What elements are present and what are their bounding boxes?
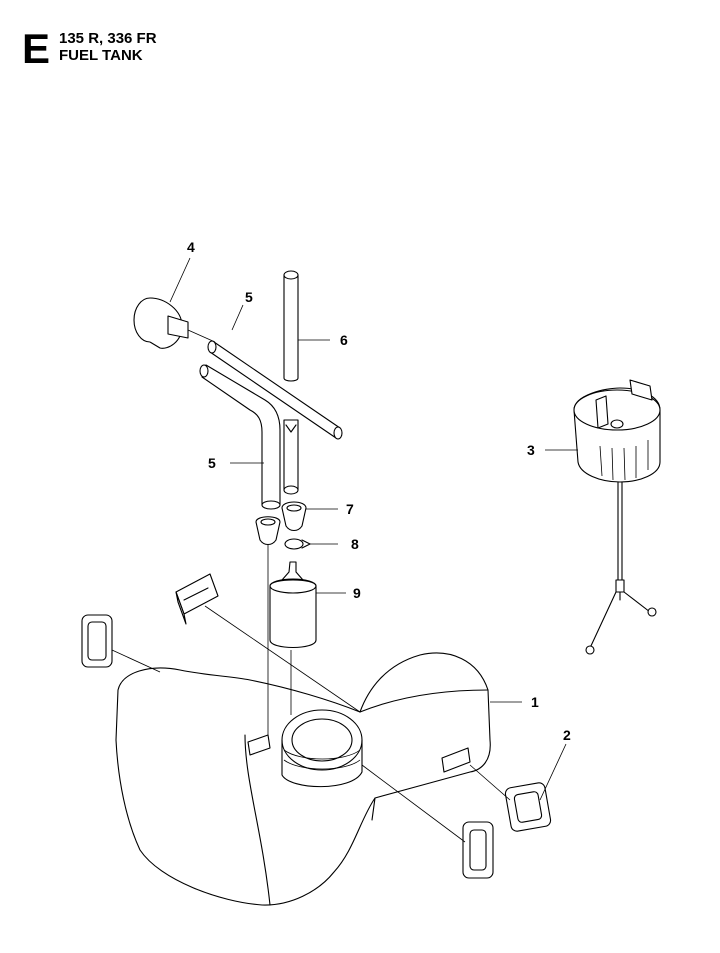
- part-grommet-left[interactable]: [255, 516, 281, 546]
- callout-4: 4: [187, 239, 195, 255]
- part-fuel-tank[interactable]: [115, 652, 491, 906]
- assembly-line: [111, 649, 161, 673]
- part-rubber-pad-lower[interactable]: [462, 821, 494, 879]
- part-fuel-filter[interactable]: [269, 561, 317, 648]
- callout-7: 7: [346, 501, 354, 517]
- callout-3: 3: [527, 442, 535, 458]
- part-fuel-cap[interactable]: [573, 379, 661, 655]
- section-letter: E: [22, 25, 51, 72]
- model-numbers: 135 R, 336 FR: [59, 30, 157, 47]
- assembly-line: [469, 764, 511, 801]
- part-rubber-pad-top[interactable]: [175, 573, 219, 625]
- callout-5-upper: 5: [245, 289, 253, 305]
- callout-6: 6: [340, 332, 348, 348]
- callout-8: 8: [351, 536, 359, 552]
- part-fuel-hose-upper[interactable]: [207, 340, 343, 440]
- part-fuel-hose-lower[interactable]: [199, 364, 281, 510]
- part-rubber-pad-left[interactable]: [81, 614, 113, 668]
- assembly-line: [204, 605, 361, 713]
- leader-lines: [169, 257, 578, 801]
- part-hose-clip[interactable]: [284, 538, 311, 550]
- callout-9: 9: [353, 585, 361, 601]
- part-grommet-right[interactable]: [281, 501, 307, 532]
- page-title: FUEL TANK: [59, 47, 143, 64]
- callout-2: 2: [563, 727, 571, 743]
- part-fuel-hose-straight[interactable]: [283, 270, 299, 495]
- part-tank-vent[interactable]: [133, 297, 216, 349]
- part-rubber-pad-right[interactable]: [504, 782, 552, 832]
- assembly-line: [361, 764, 466, 843]
- callout-5-lower: 5: [208, 455, 216, 471]
- callout-1: 1: [531, 694, 539, 710]
